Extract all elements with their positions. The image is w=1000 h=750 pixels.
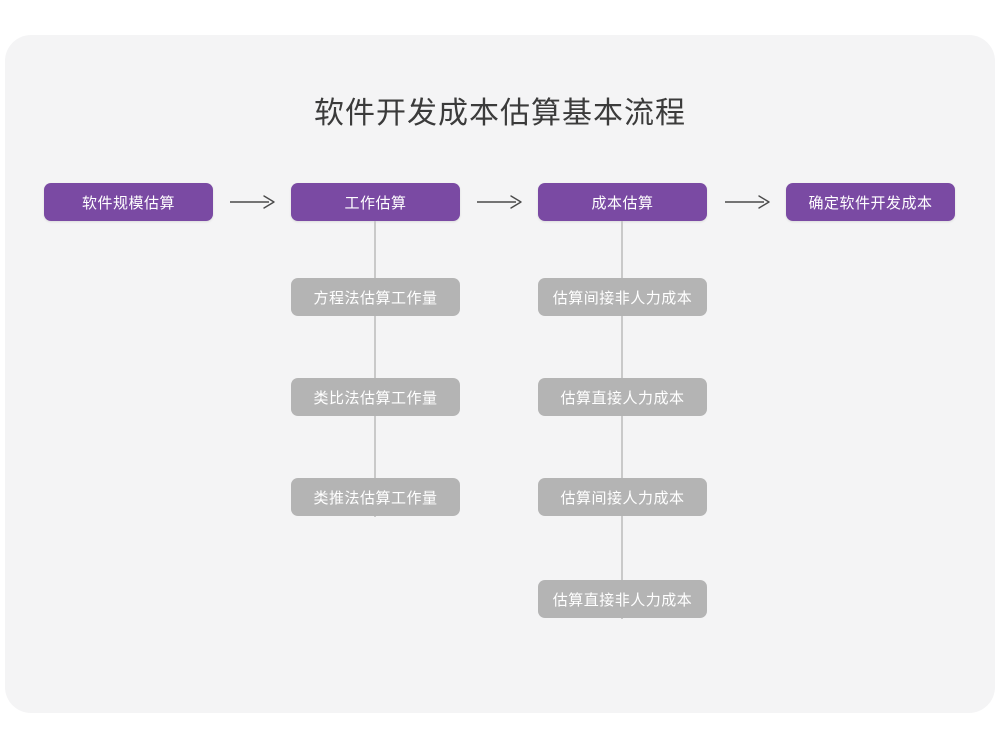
right-arrow-icon xyxy=(723,192,773,212)
substep-box-label: 估算直接非人力成本 xyxy=(552,591,693,609)
substep-box-label: 方程法估算工作量 xyxy=(313,289,438,307)
stage-box-work-estimation[interactable]: 工作估算 xyxy=(291,183,460,221)
right-arrow-icon xyxy=(228,192,278,212)
substep-box-label: 类推法估算工作量 xyxy=(313,489,438,507)
connector-line-work-estimation xyxy=(374,221,376,517)
stage-box-determine-development-cost[interactable]: 确定软件开发成本 xyxy=(786,183,955,221)
substep-box-label: 估算间接人力成本 xyxy=(560,489,685,507)
substep-box-analogical-method-effort[interactable]: 类推法估算工作量 xyxy=(291,478,460,516)
stage-box-label: 工作估算 xyxy=(344,194,407,212)
substep-box-label: 估算直接人力成本 xyxy=(560,389,685,407)
substep-box-direct-non-labor-cost[interactable]: 估算直接非人力成本 xyxy=(538,580,707,618)
substep-box-indirect-labor-cost[interactable]: 估算间接人力成本 xyxy=(538,478,707,516)
substep-box-label: 类比法估算工作量 xyxy=(313,389,438,407)
substep-box-label: 估算间接非人力成本 xyxy=(552,289,693,307)
stage-box-label: 成本估算 xyxy=(591,194,654,212)
connector-line-cost-estimation xyxy=(621,221,623,619)
right-arrow-icon xyxy=(475,192,525,212)
substep-box-equation-method-effort[interactable]: 方程法估算工作量 xyxy=(291,278,460,316)
substep-box-direct-labor-cost[interactable]: 估算直接人力成本 xyxy=(538,378,707,416)
substep-box-indirect-non-labor-cost[interactable]: 估算间接非人力成本 xyxy=(538,278,707,316)
stage-box-cost-estimation[interactable]: 成本估算 xyxy=(538,183,707,221)
substep-box-analogy-method-effort[interactable]: 类比法估算工作量 xyxy=(291,378,460,416)
page-title: 软件开发成本估算基本流程 xyxy=(314,97,686,130)
diagram-canvas xyxy=(5,35,995,713)
stage-box-label: 软件规模估算 xyxy=(81,194,175,212)
stage-box-label: 确定软件开发成本 xyxy=(808,194,933,212)
stage-box-software-scale-estimation[interactable]: 软件规模估算 xyxy=(44,183,213,221)
